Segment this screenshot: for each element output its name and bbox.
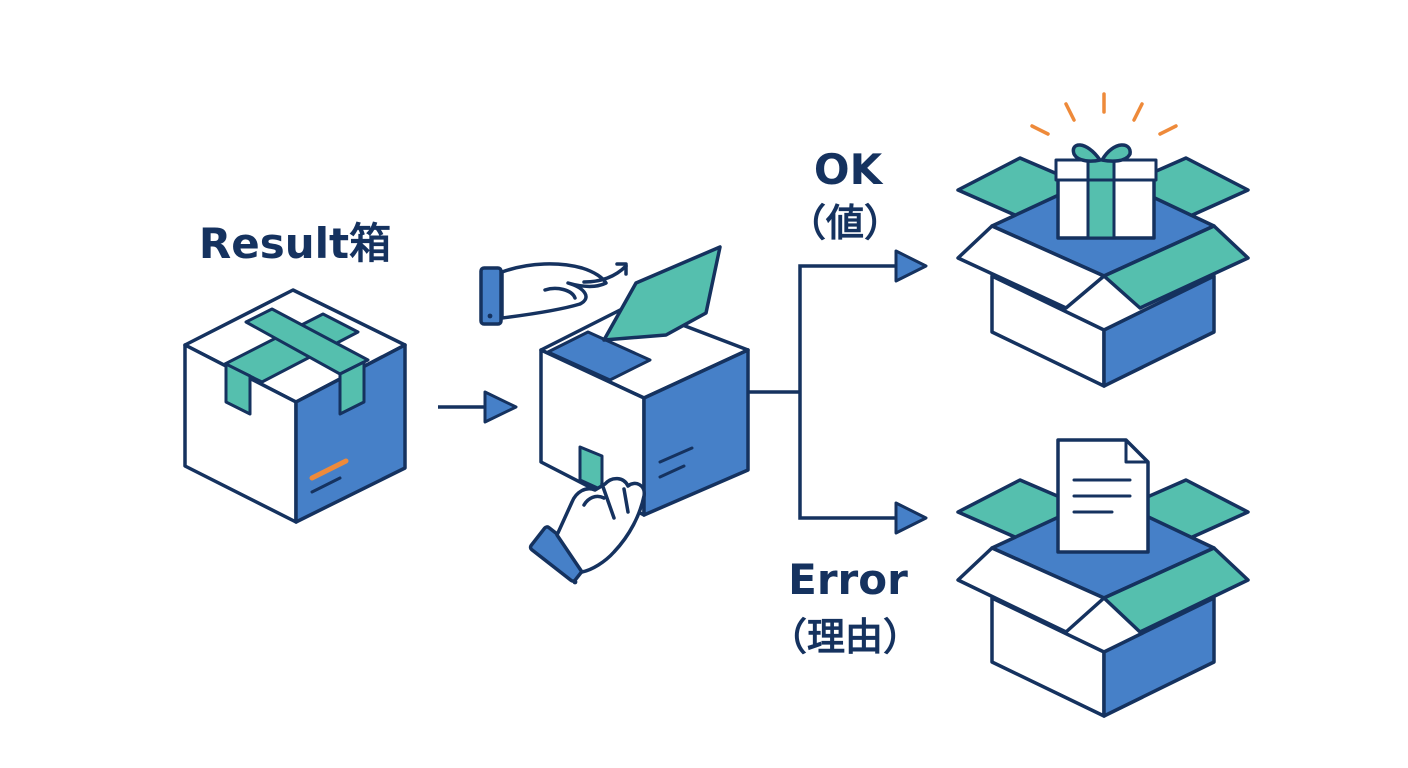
open-box-with-document-icon <box>956 438 1250 718</box>
branch-connector <box>748 264 897 520</box>
open-box-with-gift-icon <box>956 92 1250 388</box>
sparkle-icon <box>1030 92 1178 136</box>
error-reason-label: （理由） <box>769 615 921 659</box>
pulling-hand-icon <box>479 262 628 326</box>
holding-hand-icon <box>528 476 646 585</box>
opening-box-icon <box>539 245 750 517</box>
sealed-box-icon <box>183 288 407 524</box>
arrow-to-opening <box>438 390 518 424</box>
arrow-to-error <box>894 501 928 535</box>
arrow-to-ok <box>894 249 928 283</box>
result-box-label: Result箱 <box>199 219 391 268</box>
document-icon <box>1056 438 1150 554</box>
ok-label: OK <box>814 145 884 194</box>
ok-value-label: （値） <box>788 201 902 245</box>
error-label: Error <box>788 555 908 604</box>
